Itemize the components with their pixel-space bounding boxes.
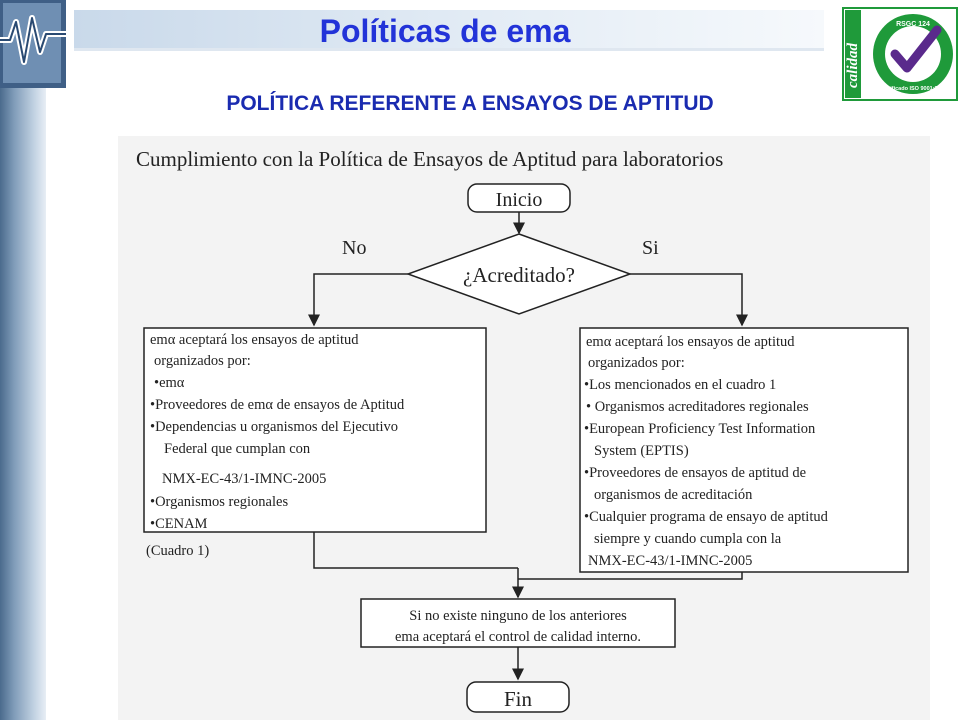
fallback-box-line: ema aceptará el control de calidad inter… [395,629,641,645]
right-box-line: • Organismos acreditadores regionales [586,399,809,415]
left-box-line: •Organismos regionales [150,494,288,510]
decision-node-label: ¿Acreditado? [463,263,575,287]
ema-logo [0,0,66,88]
left-box-line: •Dependencias u organismos del Ejecutivo [150,419,398,435]
fallback-box-line: Si no existe ninguno de los anteriores [409,608,627,624]
start-node-label: Inicio [496,189,543,211]
fallback-box [360,598,676,648]
left-box-line: Federal que cumplan con [164,441,311,457]
right-box-line: System (EPTIS) [594,443,689,459]
connector-right-merge [518,572,743,580]
right-box-line: •Los mencionados en el cuadro 1 [584,377,776,393]
right-box-line: organizados por: [588,355,685,371]
right-box-line: NMX-EC-43/1-IMNC-2005 [588,553,752,569]
checkmark-icon [890,25,942,73]
connector-left-merge [313,532,518,569]
title-band [74,10,824,50]
left-box-line: organizados por: [154,353,251,369]
no-accreditation-box [143,327,487,533]
left-box-line: •CENAM [150,516,208,532]
right-box-line: •Cualquier programa de ensayo de aptitud [584,509,829,525]
branch-no-label: No [342,237,366,259]
left-box-line: NMX-EC-43/1-IMNC-2005 [162,471,326,487]
left-box-line: emα aceptará los ensayos de aptitud [150,332,359,348]
right-box-line: •Proveedores de ensayos de aptitud de [584,465,806,481]
left-box-line: •emα [154,375,185,391]
accredited-text: emα aceptará los ensayos de aptitud orga… [584,334,829,569]
connector-yes-branch [630,273,748,327]
accredited-box [579,327,909,573]
decision-node [405,233,633,315]
slide-title: Políticas de ema [319,13,571,49]
seal-ring-text: Certificado ISO 9001:2000 [879,86,947,92]
flowchart-panel: Cumplimiento con la Política de Ensayos … [118,136,930,720]
no-accreditation-text: emα aceptará los ensayos de aptitud orga… [150,332,405,532]
right-box-line: organismos de acreditación [594,487,753,503]
end-node [466,681,570,713]
title-band-shadow [74,48,824,51]
slide-subtitle: POLÍTICA REFERENTE A ENSAYOS DE APTITUD [226,92,714,115]
left-box-line: •Proveedores de emα de ensayos de Aptitu… [150,397,405,413]
left-decorative-bar [0,0,46,720]
right-box-line: •European Proficiency Test Information [584,421,816,437]
quality-certification-seal: calidad RSGC 124 Certificado ISO 9001:20… [841,6,959,102]
left-box-caption: (Cuadro 1) [146,543,209,559]
seal-top-text: RSGC 124 [896,21,930,28]
branch-yes-label: Si [642,237,659,259]
flowchart-heading: Cumplimiento con la Política de Ensayos … [136,147,723,171]
seal-vertical-text: calidad [845,43,861,88]
end-node-label: Fin [504,687,533,711]
right-box-line: siempre y cuando cumpla con la [594,531,782,547]
right-box-line: emα aceptará los ensayos de aptitud [586,334,795,350]
connector-no-branch [308,273,408,327]
